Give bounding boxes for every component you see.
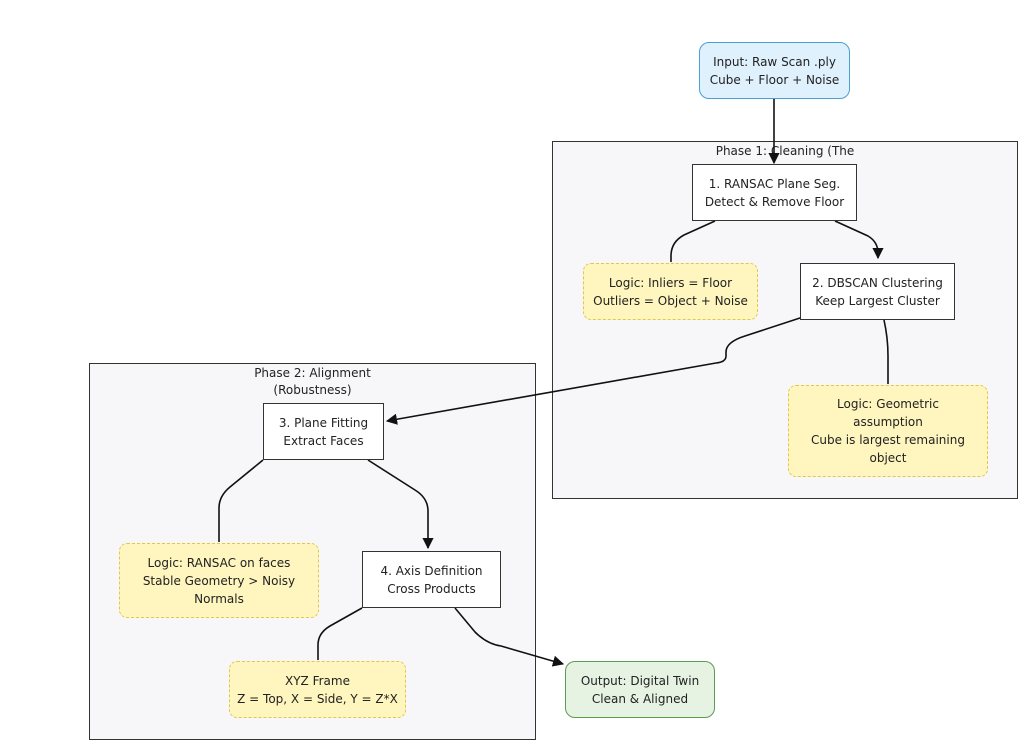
ransac-node-label: 1. RANSAC Plane Seg. Detect & Remove Flo… — [704, 176, 845, 209]
dbscan-node: 2. DBSCAN Clustering Keep Largest Cluste… — [800, 263, 955, 320]
input-node-label: Input: Raw Scan .ply Cube + Floor + Nois… — [709, 54, 840, 87]
edge-axis-to-xyz — [317, 607, 363, 660]
dbscan-node-label: 2. DBSCAN Clustering Keep Largest Cluste… — [812, 275, 943, 308]
output-node-label: Output: Digital Twin Clean & Aligned — [580, 673, 700, 706]
edge-dbscan-to-plane-fitting — [385, 316, 804, 425]
logic-inliers-label: Logic: Inliers = Floor Outliers = Object… — [593, 275, 748, 308]
edge-plane-to-logic-ransac — [218, 459, 264, 542]
edge-plane-to-axis — [367, 459, 434, 550]
plane-fitting-node: 3. Plane Fitting Extract Faces — [263, 403, 384, 460]
edge-ransac-to-logic-inliers — [670, 220, 716, 262]
xyz-frame-label: XYZ Frame Z = Top, X = Side, Y = Z*X — [237, 673, 398, 706]
ransac-node: 1. RANSAC Plane Seg. Detect & Remove Flo… — [692, 164, 857, 221]
xyz-frame-note: XYZ Frame Z = Top, X = Side, Y = Z*X — [229, 661, 406, 718]
edge-ransac-to-dbscan — [834, 220, 884, 260]
axis-definition-label: 4. Axis Definition Cross Products — [380, 563, 483, 596]
input-node: Input: Raw Scan .ply Cube + Floor + Nois… — [699, 42, 850, 99]
phase-2-title: Phase 2: Alignment (Robustness) — [254, 366, 371, 397]
phase-1-title: Phase 1: Cleaning (The — [715, 144, 855, 158]
logic-geometric-note: Logic: Geometric assumption Cube is larg… — [788, 385, 988, 477]
edge-dbscan-to-logic-geometric — [883, 319, 889, 384]
logic-ransac-faces-label: Logic: RANSAC on faces Stable Geometry >… — [142, 555, 296, 606]
plane-fitting-label: 3. Plane Fitting Extract Faces — [278, 415, 369, 448]
output-node: Output: Digital Twin Clean & Aligned — [565, 661, 715, 718]
logic-inliers-note: Logic: Inliers = Floor Outliers = Object… — [583, 263, 758, 320]
axis-definition-node: 4. Axis Definition Cross Products — [362, 551, 501, 608]
logic-ransac-faces-note: Logic: RANSAC on faces Stable Geometry >… — [119, 543, 319, 618]
edge-axis-to-output — [454, 607, 565, 667]
logic-geometric-label: Logic: Geometric assumption Cube is larg… — [811, 397, 965, 465]
